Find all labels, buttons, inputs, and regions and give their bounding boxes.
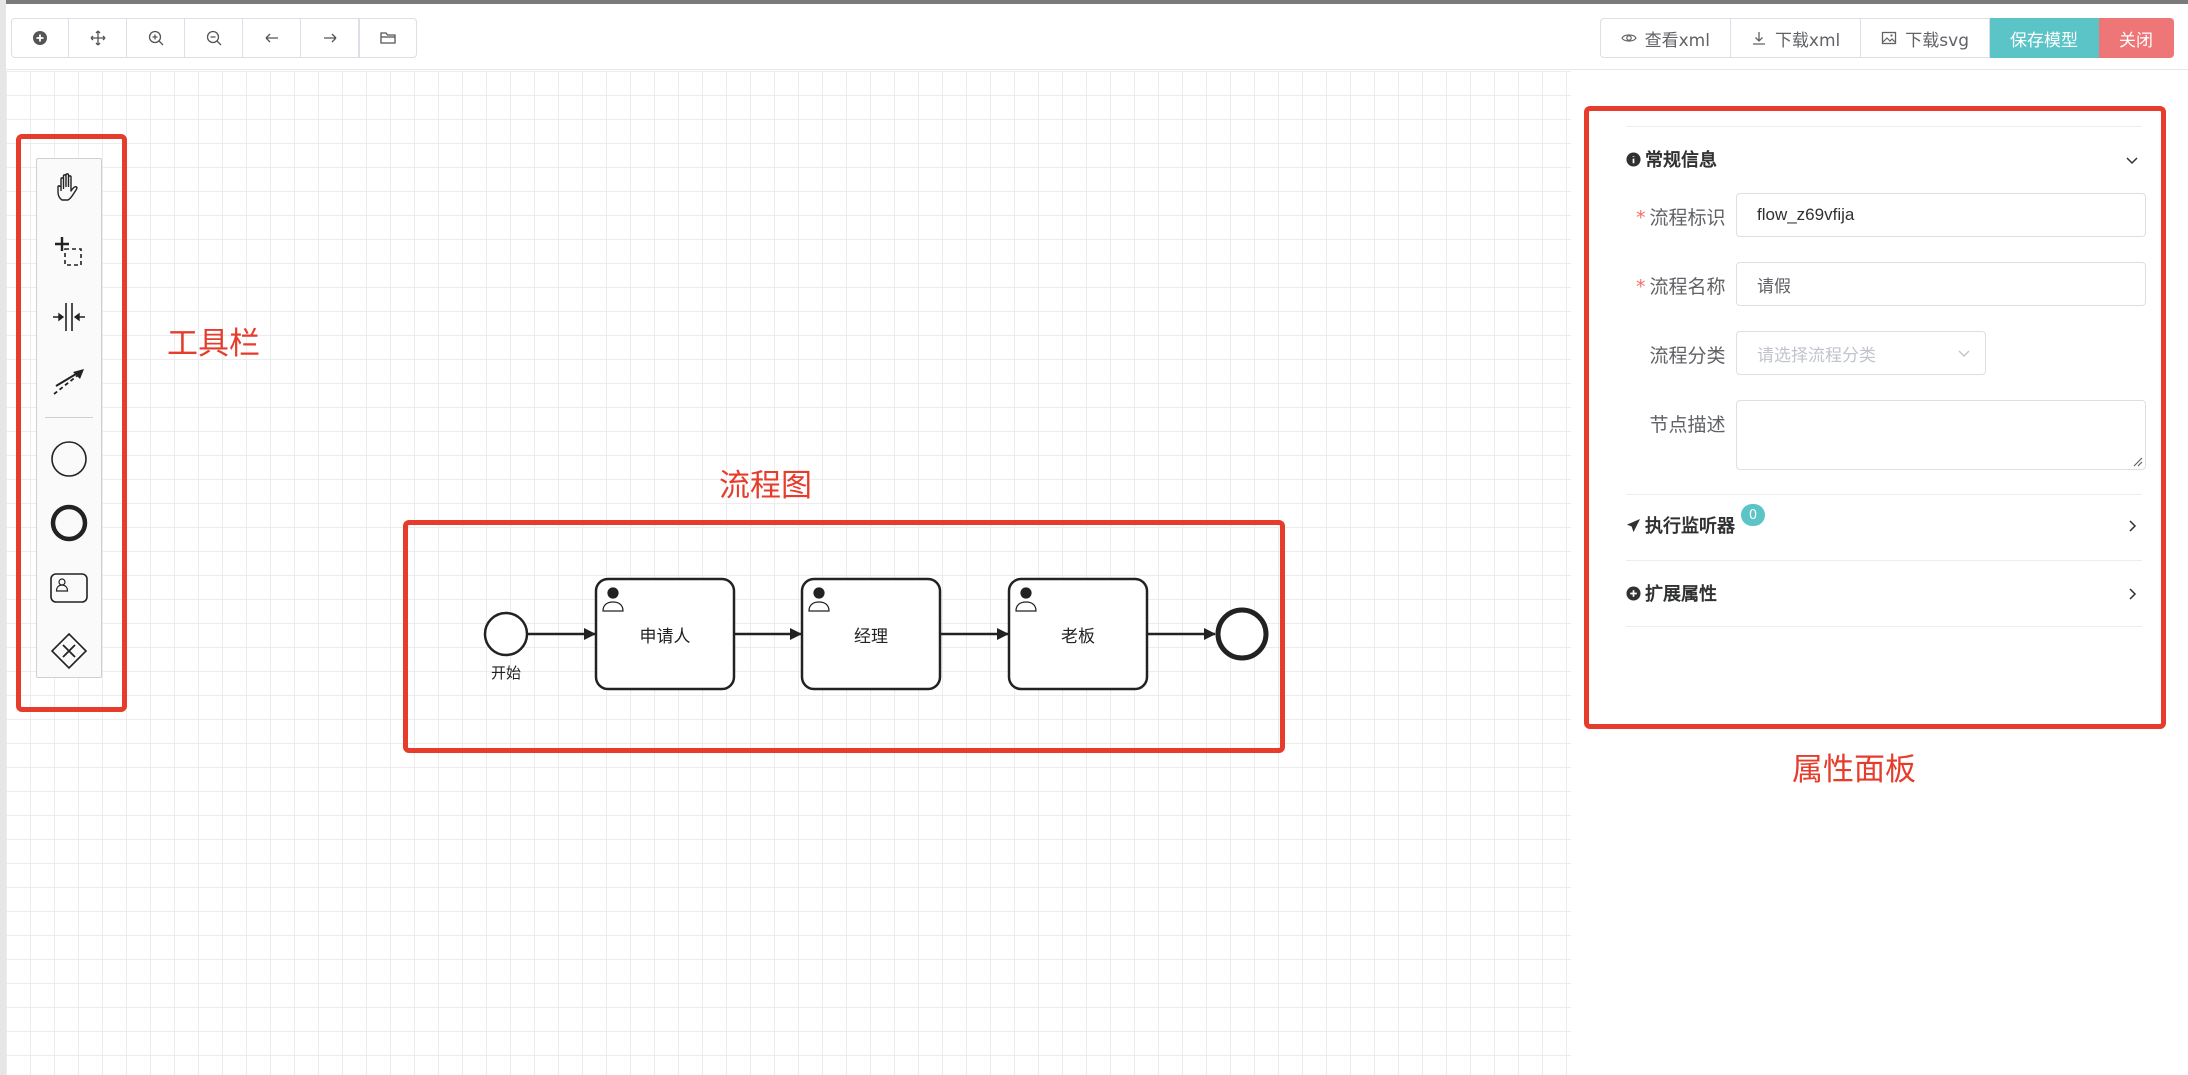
- panel-divider: [1626, 126, 2142, 127]
- start-event-icon: [51, 441, 87, 477]
- plus-circle-icon: [1626, 585, 1641, 601]
- panel-annotation-label: 属性面板: [1792, 752, 1916, 788]
- undo-button[interactable]: [243, 18, 301, 58]
- open-file-button[interactable]: [359, 18, 417, 58]
- node-description-textarea[interactable]: [1736, 400, 2146, 470]
- panel-divider: [1626, 560, 2142, 561]
- node-description-label: *节点描述: [1649, 414, 1726, 436]
- panel-divider: [1626, 626, 2142, 627]
- extension-properties-header[interactable]: 扩展属性: [1626, 580, 1717, 606]
- download-svg-label: 下载svg: [1905, 30, 1969, 51]
- chevron-down-icon: [1958, 350, 1970, 357]
- palette-separator: [45, 417, 93, 418]
- redo-button[interactable]: [301, 18, 359, 58]
- view-xml-label: 查看xml: [1644, 30, 1710, 51]
- end-event-icon: [50, 504, 88, 542]
- toolbar-annotation-label: 工具栏: [167, 326, 260, 362]
- hand-tool-icon: [57, 173, 78, 201]
- process-category-select[interactable]: 请选择流程分类: [1736, 331, 1986, 375]
- general-info-header[interactable]: 常规信息: [1626, 146, 1717, 172]
- process-id-input[interactable]: flow_z69vfija: [1736, 193, 2146, 237]
- exclusive-gateway-icon: [50, 632, 88, 670]
- download-xml-label: 下载xml: [1774, 30, 1841, 51]
- fit-viewport-button[interactable]: [69, 18, 127, 58]
- zoom-out-button[interactable]: [185, 18, 243, 58]
- task-label-manager: 经理: [854, 627, 888, 647]
- hand-tool[interactable]: [37, 161, 101, 217]
- move-icon: [90, 30, 105, 46]
- picture-icon: [1882, 31, 1897, 45]
- panel-annotation-box: [1584, 106, 2166, 729]
- zoom-in-button[interactable]: [127, 18, 185, 58]
- diagram-canvas[interactable]: [6, 71, 1571, 1075]
- save-model-label: 保存模型: [2010, 30, 2078, 51]
- close-button[interactable]: 关闭: [2099, 18, 2174, 58]
- execution-listener-header[interactable]: 执行监听器 0: [1626, 504, 1765, 538]
- properties-panel: 常规信息 *流程标识 flow_z69vfija *流程名称 请假 *流程分类 …: [1572, 108, 2162, 678]
- start-event-label: 开始: [490, 664, 521, 682]
- general-info-title: 常规信息: [1645, 150, 1717, 171]
- folder-open-icon: [380, 32, 396, 44]
- action-button-group: 查看xml 下载xml 下载svg 保存模型 关闭: [1599, 18, 2174, 58]
- download-icon: [1752, 32, 1765, 45]
- space-tool-icon: [53, 303, 85, 331]
- view-xml-button[interactable]: 查看xml: [1599, 18, 1731, 58]
- top-toolbar: 查看xml 下载xml 下载svg 保存模型 关闭: [6, 4, 2188, 70]
- toolbar-annotation-box: [16, 134, 127, 712]
- diagram-annotation-label: 流程图: [719, 468, 812, 504]
- create-end-event[interactable]: [37, 495, 101, 551]
- close-label: 关闭: [2119, 30, 2153, 51]
- process-category-placeholder: 请选择流程分类: [1757, 345, 1876, 366]
- diagram-annotation-box: [403, 520, 1285, 753]
- lasso-tool[interactable]: [37, 225, 101, 281]
- window-top-border: [0, 0, 2188, 4]
- resize-handle-icon[interactable]: [2131, 455, 2143, 467]
- redo-icon: [323, 33, 336, 43]
- chevron-right-icon[interactable]: [2124, 586, 2140, 602]
- panel-divider: [1626, 494, 2142, 495]
- create-start-event[interactable]: [37, 431, 101, 487]
- task-label-boss: 老板: [1061, 627, 1095, 647]
- window-left-border: [0, 0, 6, 1075]
- process-id-label: *流程标识: [1636, 207, 1726, 229]
- download-svg-button[interactable]: 下载svg: [1861, 18, 1990, 58]
- chevron-right-icon[interactable]: [2124, 518, 2140, 534]
- zoom-out-icon: [206, 30, 221, 46]
- create-user-task[interactable]: [37, 559, 101, 615]
- process-name-input[interactable]: 请假: [1736, 262, 2146, 306]
- listener-count-badge: 0: [1741, 504, 1765, 526]
- lasso-tool-icon: [55, 237, 82, 266]
- connect-tool-icon: [53, 369, 84, 395]
- undo-icon: [265, 33, 278, 43]
- send-icon: [1626, 518, 1641, 532]
- global-connect-tool[interactable]: [37, 353, 101, 409]
- save-model-button[interactable]: 保存模型: [1990, 18, 2099, 58]
- info-circle-icon: [1626, 151, 1641, 167]
- process-name-label: *流程名称: [1636, 276, 1726, 298]
- execution-listener-title: 执行监听器: [1645, 516, 1735, 537]
- chevron-down-icon[interactable]: [2124, 152, 2140, 168]
- task-label-applicant: 申请人: [639, 627, 691, 647]
- user-task-icon: [50, 573, 88, 603]
- zoom-in-icon: [148, 30, 163, 46]
- create-button[interactable]: [11, 18, 69, 58]
- download-xml-button[interactable]: 下载xml: [1730, 18, 1862, 58]
- create-exclusive-gateway[interactable]: [37, 623, 101, 679]
- extension-properties-title: 扩展属性: [1645, 584, 1717, 605]
- process-category-label: *流程分类: [1649, 345, 1726, 367]
- space-tool[interactable]: [37, 289, 101, 345]
- plus-circle-icon: [33, 31, 47, 45]
- editor-button-group: [11, 18, 417, 58]
- eye-icon: [1620, 34, 1637, 42]
- tool-palette: [36, 158, 102, 678]
